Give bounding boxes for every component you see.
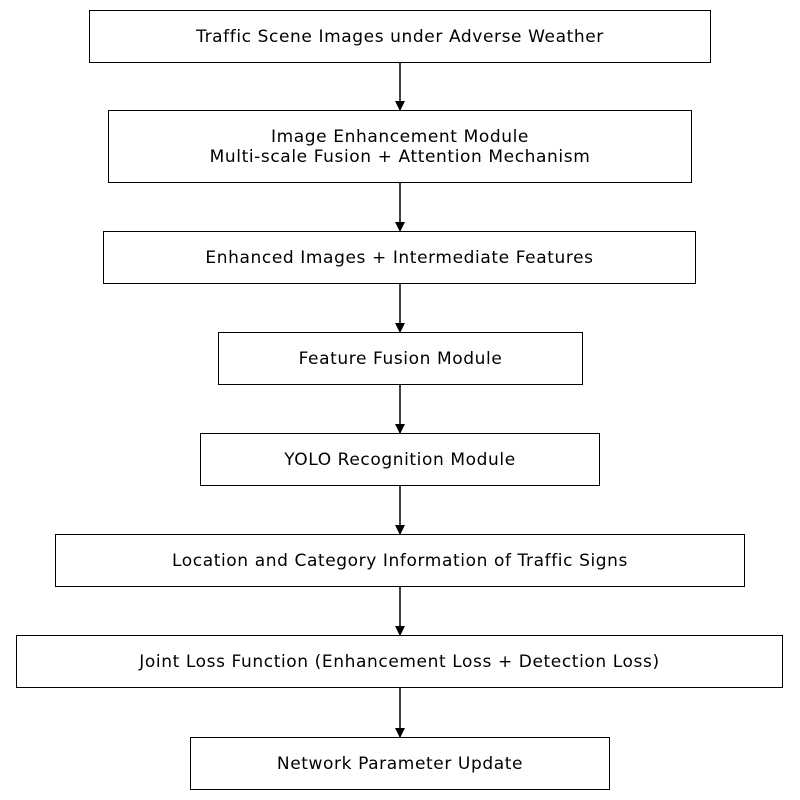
step-network-parameter-update: Network Parameter Update [190,737,610,790]
step-location-category-info: Location and Category Information of Tra… [55,534,745,587]
step-feature-fusion-label: Feature Fusion Module [298,348,503,369]
step-input-images: Traffic Scene Images under Adverse Weath… [89,10,711,63]
step-network-parameter-label: Network Parameter Update [276,753,524,774]
step-yolo-recognition-module: YOLO Recognition Module [200,433,600,486]
step-feature-fusion-module: Feature Fusion Module [218,332,583,385]
step-enhanced-images: Enhanced Images + Intermediate Features [103,231,696,284]
step-joint-loss-label: Joint Loss Function (Enhancement Loss + … [139,651,660,672]
step-location-category-label: Location and Category Information of Tra… [171,550,629,571]
step-image-enhancement-module: Image Enhancement Module Multi-scale Fus… [108,110,692,183]
step-image-enhancement-title: Image Enhancement Module [270,126,529,147]
step-yolo-recognition-label: YOLO Recognition Module [284,449,516,470]
step-input-images-label: Traffic Scene Images under Adverse Weath… [196,26,604,47]
step-image-enhancement-subtitle: Multi-scale Fusion + Attention Mechanism [209,146,591,167]
step-joint-loss-function: Joint Loss Function (Enhancement Loss + … [16,635,783,688]
step-enhanced-images-label: Enhanced Images + Intermediate Features [205,247,594,268]
